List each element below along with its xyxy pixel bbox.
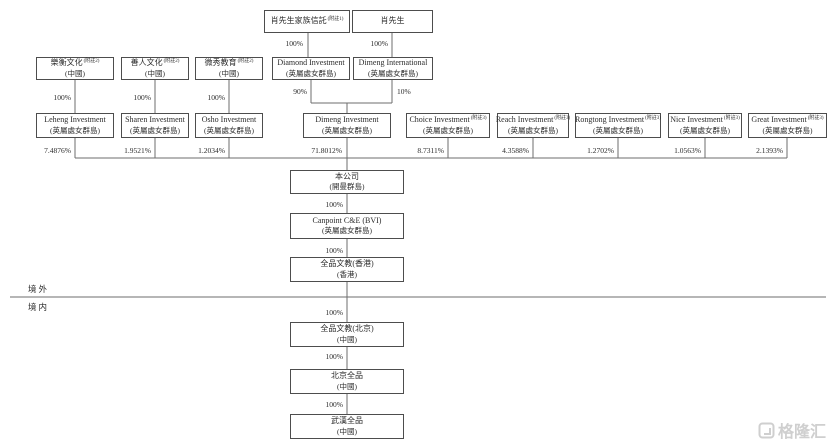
entity-name: Nice Investment(附註3)	[670, 115, 740, 125]
entity-name: 本公司	[335, 171, 359, 181]
entity-jurisdiction: (英屬處女群島)	[322, 125, 372, 135]
entity-mr-xiao: 肖先生	[352, 10, 433, 33]
ownership-percent-hk-bj: 100%	[325, 308, 344, 317]
footnote-ref: (附註3)	[554, 115, 571, 121]
entity-name: Rongtong Investment(附註3)	[575, 115, 661, 125]
entity-name: 肖先生家族信託(附註1)	[270, 16, 344, 26]
ownership-percent-canpoint-hk: 100%	[325, 246, 344, 255]
entity-name: 北京全品	[331, 371, 363, 381]
entity-name: 全品文教(香港)	[320, 259, 374, 269]
entity-jurisdiction: (英屬處女群島)	[50, 125, 100, 135]
footnote-ref: (附註3)	[470, 115, 487, 121]
entity-jurisdiction: (中國)	[337, 381, 357, 391]
entity-name: Sharen Investment	[125, 115, 185, 125]
entity-nice-investment: Nice Investment(附註3) (英屬處女群島)	[668, 113, 742, 138]
footnote-ref: (附註3)	[723, 115, 740, 121]
ownership-percent-reach: 4.3588%	[502, 146, 529, 155]
entity-name: Dimeng International	[358, 58, 428, 68]
entity-jurisdiction: (英屬處女群島)	[322, 226, 372, 236]
gelonghui-watermark: 格隆汇	[758, 418, 826, 442]
entity-quanpin-wenjiao-hk: 全品文教(香港) (香港)	[290, 257, 404, 282]
zone-label-onshore: 境内	[28, 302, 50, 312]
entity-jurisdiction: (英屬處女群島)	[204, 125, 254, 135]
entity-name: Dimeng Investment	[315, 115, 379, 125]
entity-dimeng-investment: Dimeng Investment (英屬處女群島)	[303, 113, 391, 138]
entity-jurisdiction: (香港)	[337, 269, 357, 279]
entity-leheng-culture: 樂衡文化(附註2) (中國)	[36, 57, 114, 80]
ownership-percent-diamond: 90%	[293, 87, 307, 96]
zone-label-offshore: 境外	[28, 284, 50, 294]
footnote-ref: (附註3)	[807, 115, 824, 121]
ownership-percent-nice: 1.0563%	[674, 146, 701, 155]
entity-name: 武漢全品	[331, 416, 363, 426]
entity-name: Diamond Investment	[277, 58, 345, 68]
ownership-percent-leheng: 7.4876%	[44, 146, 71, 155]
entity-name: 全品文教(北京)	[320, 324, 374, 334]
entity-name: 樂衡文化(附註2)	[50, 58, 100, 68]
entity-quanpin-wenjiao-bj: 全品文教(北京) (中國)	[290, 322, 404, 347]
entity-jurisdiction: (中國)	[337, 426, 357, 436]
entity-name: 肖先生	[380, 16, 405, 26]
ownership-percent-dimengintl: 10%	[397, 87, 411, 96]
entity-wuhan-quanpin: 武漢全品 (中國)	[290, 414, 404, 439]
ownership-percent-trust-diamond: 100%	[285, 39, 304, 48]
entity-dimeng-international: Dimeng International (英屬處女群島)	[353, 57, 433, 80]
footnote-ref: (附註2)	[83, 58, 100, 64]
entity-jurisdiction: (英屬處女群島)	[762, 125, 813, 135]
entity-weixiu-education: 微秀教育(附註2) (中國)	[195, 57, 263, 80]
entity-sharen-culture: 善人文化(附註2) (中國)	[121, 57, 189, 80]
entity-jurisdiction: (中國)	[219, 68, 239, 78]
entity-jurisdiction: (開曼群島)	[329, 182, 365, 192]
entity-choice-investment: Choice Investment(附註3) (英屬處女群島)	[406, 113, 490, 138]
entity-name: 善人文化(附註2)	[130, 58, 180, 68]
footnote-ref: (附註2)	[163, 58, 180, 64]
entity-canpoint-ce-bvi: Canpoint C&E (BVI) (英屬處女群島)	[290, 213, 404, 239]
entity-name: Great Investment(附註3)	[751, 115, 824, 125]
entity-name: Osho Investment	[201, 115, 257, 125]
entity-name: 微秀教育(附註2)	[204, 58, 254, 68]
gelonghui-logo-icon	[758, 422, 775, 438]
entity-jurisdiction: (中國)	[65, 68, 85, 78]
ownership-percent-bj-beijingqp: 100%	[325, 352, 344, 361]
ownership-percent-beijingqp-wuhanqp: 100%	[325, 400, 344, 409]
entity-the-company: 本公司 (開曼群島)	[290, 170, 404, 194]
ownership-percent-lehengculture: 100%	[53, 93, 72, 102]
entity-jurisdiction: (英屬處女群島)	[680, 125, 730, 135]
entity-name: Canpoint C&E (BVI)	[312, 215, 382, 225]
ownership-percent-choice: 8.7311%	[417, 146, 444, 155]
ownership-percent-xiao-dimengintl: 100%	[370, 39, 389, 48]
entity-jurisdiction: (英屬處女群島)	[423, 125, 473, 135]
footnote-ref: (附註3)	[645, 115, 661, 121]
ownership-percent-company-canpoint: 100%	[325, 200, 344, 209]
entity-xiao-family-trust: 肖先生家族信託(附註1)	[264, 10, 350, 33]
entity-jurisdiction: (中國)	[145, 68, 165, 78]
entity-jurisdiction: (英屬處女群島)	[130, 125, 180, 135]
entity-sharen-investment: Sharen Investment (英屬處女群島)	[121, 113, 189, 138]
ownership-percent-sharen: 1.9521%	[124, 146, 151, 155]
footnote-ref: (附註1)	[327, 16, 344, 22]
ownership-percent-weixiueducation: 100%	[207, 93, 226, 102]
ownership-percent-great: 2.1393%	[756, 146, 783, 155]
entity-name: Choice Investment(附註3)	[409, 115, 487, 125]
ownership-percent-osho: 1.2034%	[198, 146, 225, 155]
entity-osho-investment: Osho Investment (英屬處女群島)	[195, 113, 263, 138]
footnote-ref: (附註2)	[237, 58, 254, 64]
entity-jurisdiction: (英屬處女群島)	[368, 68, 418, 78]
entity-jurisdiction: (中國)	[337, 334, 357, 344]
entity-great-investment: Great Investment(附註3) (英屬處女群島)	[748, 113, 827, 138]
gelonghui-brand-text: 格隆汇	[777, 424, 826, 441]
ownership-percent-rongtong: 1.2702%	[587, 146, 614, 155]
entity-rongtong-investment: Rongtong Investment(附註3) (英屬處女群島)	[575, 113, 661, 138]
entity-jurisdiction: (英屬處女群島)	[508, 125, 558, 135]
ownership-percent-sharenculture: 100%	[133, 93, 152, 102]
entity-beijing-quanpin: 北京全品 (中國)	[290, 369, 404, 394]
entity-leheng-investment: Leheng Investment (英屬處女群島)	[36, 113, 114, 138]
entity-jurisdiction: (英屬處女群島)	[593, 125, 643, 135]
entity-jurisdiction: (英屬處女群島)	[286, 68, 336, 78]
ownership-percent-dimeng: 71.8012%	[311, 146, 342, 155]
entity-diamond-investment: Diamond Investment (英屬處女群島)	[272, 57, 350, 80]
entity-name: Leheng Investment	[44, 115, 106, 125]
entity-name: Reach Investment(附註3)	[495, 115, 571, 125]
entity-reach-investment: Reach Investment(附註3) (英屬處女群島)	[495, 113, 571, 138]
